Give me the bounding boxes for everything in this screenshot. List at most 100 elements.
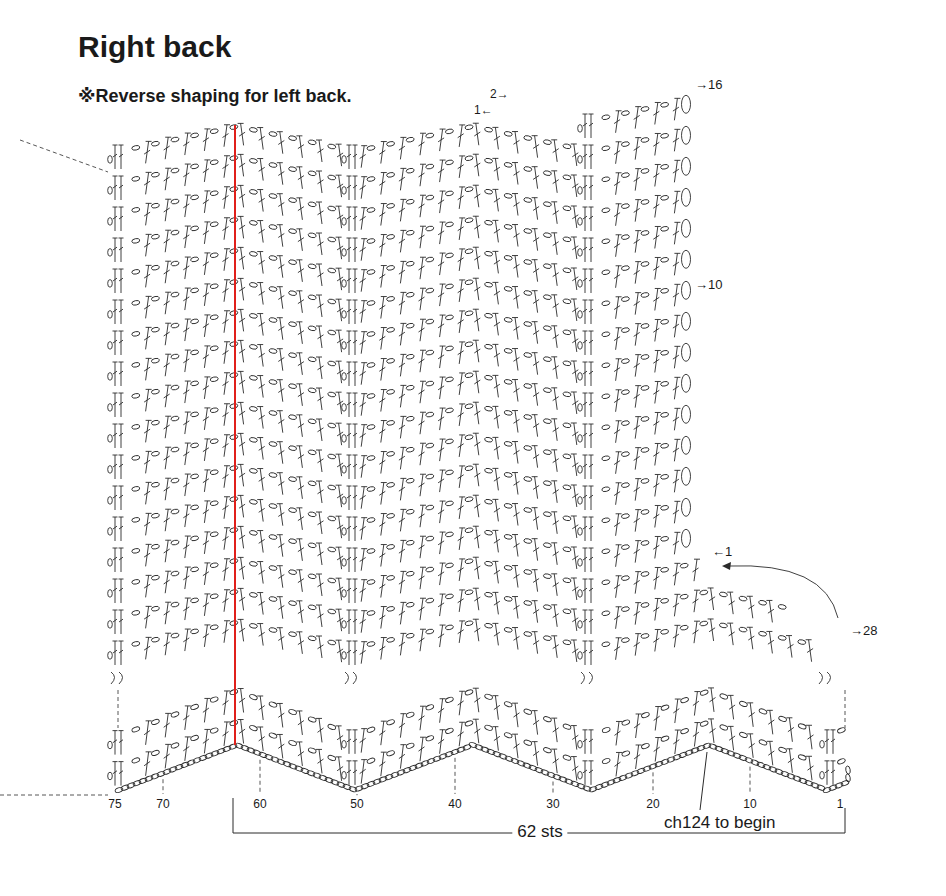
bobble-mark (578, 590, 583, 598)
chain-stitch (425, 474, 434, 480)
double-crochet (399, 354, 407, 376)
chain-stitch (171, 447, 180, 453)
chain-stitch (523, 631, 532, 637)
double-crochet (551, 749, 559, 773)
stitch-tick (653, 772, 654, 794)
chain-stitch (131, 610, 140, 616)
chain-stitch (465, 310, 474, 316)
bobble-mark (108, 218, 113, 226)
double-crochet (492, 530, 500, 552)
double-crochet (458, 342, 466, 364)
chain-stitch (465, 589, 474, 595)
chain-stitch (621, 110, 630, 116)
double-crochet (634, 293, 642, 315)
double-crochet (203, 625, 211, 647)
treble-stitch (119, 548, 124, 572)
chain-stitch (288, 135, 297, 141)
chain-stitch (386, 203, 395, 209)
double-crochet (379, 721, 387, 745)
double-crochet (492, 220, 500, 242)
treble-stitch (119, 762, 124, 786)
chain-stitch (229, 155, 238, 161)
double-crochet (183, 350, 191, 372)
chain-stitch (484, 406, 493, 412)
bobble-mark (820, 771, 825, 779)
double-crochet (614, 638, 622, 660)
bobble-mark (578, 280, 583, 288)
double-crochet (571, 516, 579, 538)
chain-stitch (700, 720, 709, 727)
chain-stitch (641, 509, 650, 515)
double-crochet (571, 175, 579, 197)
double-crochet (419, 505, 427, 527)
chain-stitch (269, 317, 278, 323)
chain-stitch (367, 176, 376, 182)
chain-stitch (308, 449, 317, 455)
chain-stitch (131, 486, 140, 492)
chain-stitch (190, 504, 199, 510)
chain-stitch (484, 724, 493, 731)
double-crochet (419, 629, 427, 651)
double-crochet (144, 451, 152, 473)
double-crochet (492, 727, 500, 751)
chain-stitch (523, 507, 532, 513)
chain-stitch (151, 513, 160, 519)
double-crochet (492, 623, 500, 645)
double-crochet (223, 621, 231, 643)
treble-stitch (589, 517, 594, 541)
double-crochet (634, 448, 642, 470)
chain-stitch (778, 746, 787, 753)
double-crochet (238, 371, 246, 393)
double-crochet (767, 741, 775, 765)
chain-stitch (367, 424, 376, 430)
double-crochet (532, 167, 540, 189)
double-crochet (571, 757, 579, 781)
double-crochet (419, 195, 427, 217)
double-crochet (399, 571, 407, 593)
double-crochet (438, 625, 446, 647)
treble-stitch (113, 362, 118, 386)
double-crochet (458, 373, 466, 395)
chain-stitch (425, 704, 434, 711)
chain-stitch (229, 558, 238, 564)
double-crochet (164, 447, 172, 469)
chain-stitch (641, 743, 650, 750)
leader-line (700, 752, 707, 810)
chain-stitch (484, 499, 493, 505)
chain-stitch (563, 422, 572, 428)
row-arrow (728, 566, 838, 618)
double-crochet (512, 287, 520, 309)
double-crochet (473, 495, 481, 517)
double-crochet (360, 177, 368, 199)
chain-stitch (308, 542, 317, 548)
double-crochet (336, 237, 344, 259)
double-crochet (532, 508, 540, 530)
double-crochet (551, 450, 559, 472)
chain-stitch (288, 197, 297, 203)
double-crochet (614, 545, 622, 567)
chain-stitch (288, 476, 297, 482)
bobble-mark (108, 559, 113, 567)
double-crochet (438, 377, 446, 399)
double-crochet (614, 297, 622, 319)
chain-stitch (445, 376, 454, 382)
double-crochet (492, 468, 500, 490)
bobble-mark (578, 249, 583, 257)
chain-stitch (465, 372, 474, 378)
double-crochet (223, 218, 231, 240)
chain-stitch (543, 480, 552, 486)
treble-stitch (825, 761, 830, 785)
double-crochet (238, 123, 246, 145)
double-crochet (634, 169, 642, 191)
chain-stitch (837, 758, 846, 765)
double-crochet (399, 478, 407, 500)
double-crochet (571, 485, 579, 507)
chain-stitch (190, 597, 199, 603)
double-crochet (653, 350, 661, 372)
double-crochet (551, 481, 559, 503)
chain-stitch (386, 265, 395, 271)
chain-stitch (190, 442, 199, 448)
bobble-mark (578, 156, 583, 164)
chain-stitch (308, 325, 317, 331)
chain-stitch (210, 562, 219, 568)
